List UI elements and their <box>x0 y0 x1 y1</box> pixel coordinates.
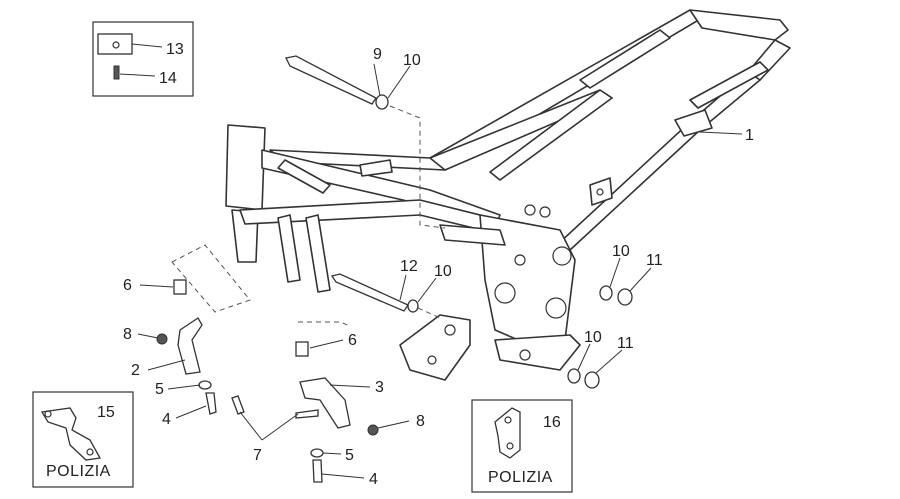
callout-1: 1 <box>745 127 754 144</box>
callout-10-lower: 10 <box>584 329 602 346</box>
callout-10-mid: 10 <box>434 263 452 280</box>
callout-8-center: 8 <box>416 413 425 430</box>
inset-box-16 <box>471 399 573 493</box>
callout-6-left: 6 <box>123 277 132 294</box>
callout-6-center: 6 <box>348 332 357 349</box>
bolt-12-part <box>330 273 409 312</box>
inset-box-13-14 <box>92 21 194 97</box>
bracket-3-part <box>299 377 351 429</box>
bracket-15-part <box>40 407 102 461</box>
callout-5-left: 5 <box>155 381 164 398</box>
small-screw-part <box>113 65 120 80</box>
callout-3: 3 <box>375 379 384 396</box>
spacer-6-center-part <box>295 341 309 357</box>
leader-lines <box>137 63 743 479</box>
callout-10-right: 10 <box>612 243 630 260</box>
nut-11-lower-part <box>584 371 600 389</box>
reflector-plate-part <box>97 33 133 55</box>
nut-11-right-part <box>617 288 633 306</box>
bracket-16-part <box>494 407 521 459</box>
pin-7-center-part <box>295 409 319 419</box>
assembly-line-9 <box>389 105 446 229</box>
motorcycle-frame-part <box>225 9 791 381</box>
callout-13: 13 <box>166 41 184 58</box>
callout-8-left: 8 <box>123 326 132 343</box>
callout-11-right: 11 <box>646 252 663 269</box>
nut-8-left-part <box>156 333 168 345</box>
nut-8-center-part <box>367 424 379 436</box>
pin-7-left-part <box>231 395 245 415</box>
washer-5-left-part <box>198 380 212 390</box>
washer-5-center-part <box>310 448 324 458</box>
inset-box-15 <box>32 391 134 488</box>
assembly-line-6 <box>298 321 351 327</box>
callout-15: 15 <box>97 404 115 421</box>
inset-15-caption: POLIZIA <box>46 463 111 480</box>
callout-7: 7 <box>253 447 262 464</box>
screw-4-center-part <box>312 459 323 483</box>
callout-5-center: 5 <box>345 447 354 464</box>
callout-11-lower: 11 <box>617 335 634 352</box>
washer-10-right-part <box>599 285 613 301</box>
reflector-hole <box>112 41 120 49</box>
assembly-line-12 <box>417 307 441 319</box>
washer-10-lower-part <box>567 368 581 384</box>
callout-4-left: 4 <box>162 411 171 428</box>
callout-12: 12 <box>400 258 418 275</box>
callout-10-top: 10 <box>403 52 421 69</box>
callout-14: 14 <box>159 70 177 87</box>
callout-4-center: 4 <box>369 471 378 488</box>
callout-16: 16 <box>543 414 561 431</box>
callout-2: 2 <box>131 362 140 379</box>
washer-10-mid-part <box>407 299 419 313</box>
inset-16-caption: POLIZIA <box>488 469 553 486</box>
bolt-9-part <box>285 55 377 105</box>
screw-4-left-part <box>205 392 217 415</box>
bracket-2-part <box>177 317 203 375</box>
assembly-box-left <box>171 244 251 313</box>
washer-10-part <box>375 94 389 110</box>
callout-9: 9 <box>373 46 382 63</box>
spacer-6-left-part <box>173 279 187 295</box>
